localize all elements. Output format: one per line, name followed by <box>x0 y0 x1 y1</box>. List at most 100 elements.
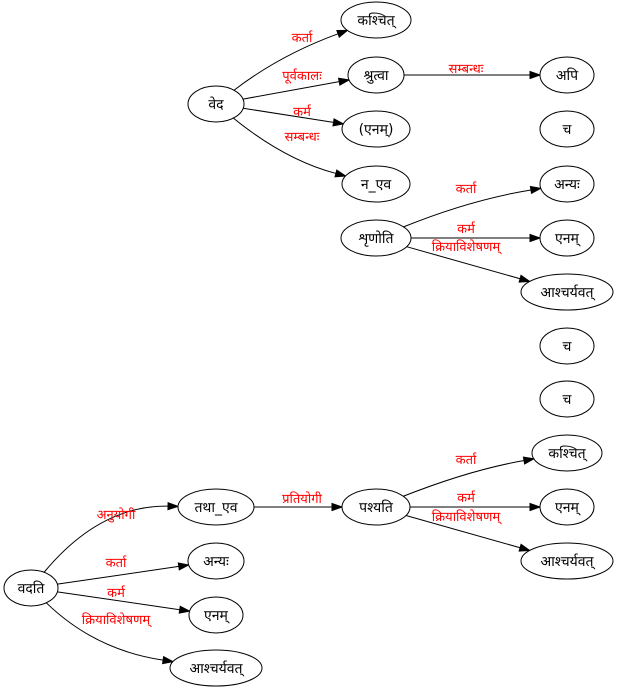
arrowhead-icon <box>177 562 191 571</box>
edge-label: कर्म <box>293 104 312 120</box>
arrowhead-icon <box>332 118 345 127</box>
node-api: अपि <box>539 56 595 94</box>
edge-veda-kashchit: कर्ता <box>233 29 349 91</box>
node-enam-2: एनम् <box>539 488 595 526</box>
edge-label: अनुयोगी <box>97 507 136 523</box>
edge-line <box>43 505 169 573</box>
edge-shrinoti-ashcharyavat: क्रियाविशेषणम् <box>406 239 532 283</box>
node-label: शृणोति <box>358 230 394 247</box>
node-label: एनम् <box>555 231 581 247</box>
node-ellipse <box>341 110 411 148</box>
node-label: वदति <box>18 580 46 597</box>
node-anyah-1: अन्यः <box>539 165 595 203</box>
node-label: अन्यः <box>203 554 230 570</box>
node-label: कश्चित् <box>357 12 396 29</box>
edge-line <box>403 460 525 497</box>
node-ellipse <box>539 219 595 257</box>
edge-line <box>405 514 521 549</box>
node-ellipse <box>187 542 245 580</box>
arrowhead-icon <box>161 655 175 665</box>
edge-label: कर्म <box>457 490 476 506</box>
node-ellipse <box>340 219 412 257</box>
node-kashchit-1: कश्चित् <box>340 1 412 39</box>
node-ellipse <box>169 649 263 687</box>
edges-layer: कर्ता पूर्वकालः कर्म सम्बन्धः सम्बन्धः कर्ता क… <box>43 29 543 665</box>
edge-vadati-enam: कर्म <box>57 585 192 614</box>
node-veda: वेद <box>187 85 245 123</box>
arrowhead-icon <box>337 77 351 86</box>
node-ellipse <box>539 165 595 203</box>
arrowhead-icon <box>167 501 180 511</box>
node-label: (एनम्) <box>359 122 394 138</box>
edge-label: क्रियाविशेषणम् <box>82 612 152 628</box>
arrowhead-icon <box>522 456 536 465</box>
node-label: वेद <box>208 96 224 113</box>
edge-pashyati-enam: कर्म <box>410 490 542 512</box>
edge-label: कर्ता <box>456 452 478 468</box>
node-ellipse <box>188 596 244 634</box>
node-label: अन्यः <box>554 177 581 193</box>
arrowhead-icon <box>529 185 543 195</box>
node-label: तथा_एव <box>194 500 237 516</box>
node-ellipse <box>539 110 595 148</box>
edge-label: कर्ता <box>106 555 128 571</box>
node-label: श्रुत्वा <box>363 68 388 84</box>
node-ellipse <box>187 85 245 123</box>
node-label: कश्चित् <box>548 445 587 462</box>
node-ashcharyavat-1: आश्चर्यवत् <box>520 273 614 311</box>
node-ellipse <box>520 273 614 311</box>
edge-shrinoti-enam: कर्म <box>411 221 542 243</box>
node-shrinoti: शृणोति <box>340 219 412 257</box>
edge-label: प्रतियोगी <box>282 491 322 507</box>
edge-vadati-tathaeva: अनुयोगी <box>43 501 180 573</box>
edge-veda-shrutva: पूर्वकालः <box>242 68 351 100</box>
node-kashchit-2: कश्चित् <box>531 434 603 472</box>
arrowhead-icon <box>331 502 344 512</box>
node-pashyati: पश्यति <box>341 488 411 526</box>
edge-line <box>57 591 180 611</box>
edge-label: सम्बन्धः <box>285 130 320 145</box>
node-label: आश्चर्यवत् <box>540 553 595 570</box>
node-ellipse <box>531 434 603 472</box>
node-ellipse <box>3 569 59 607</box>
node-enam-paren: (एनम्) <box>341 110 411 148</box>
node-label: च <box>563 122 573 138</box>
node-ellipse <box>520 542 614 580</box>
arrowhead-icon <box>334 169 348 178</box>
edge-veda-naeva: सम्बन्धः <box>233 117 348 178</box>
arrowhead-icon <box>529 502 542 512</box>
node-na-eva: न_एव <box>341 165 411 203</box>
edge-label: कर्ता <box>292 30 314 46</box>
node-ellipse <box>341 165 411 203</box>
nodes-layer: वेद कश्चित् श्रुत्वा (एनम्) न_एव अपि च शृणोति अन… <box>3 1 614 687</box>
node-label: अपि <box>556 67 579 84</box>
edge-vadati-anyah: कर्ता <box>57 555 191 585</box>
arrowhead-icon <box>518 543 532 552</box>
edge-label: कर्म <box>107 585 126 601</box>
edge-line <box>403 189 532 228</box>
arrowhead-icon <box>529 233 542 243</box>
edge-pashyati-ashcharyavat: क्रियाविशेषणम् <box>405 509 532 552</box>
node-ellipse <box>341 488 411 526</box>
arrowhead-icon <box>518 274 532 283</box>
node-ellipse <box>347 56 405 94</box>
node-ashcharyavat-2: आश्चर्यवत् <box>520 542 614 580</box>
arrowhead-icon <box>336 29 349 38</box>
arrowhead-icon <box>529 70 542 80</box>
node-ellipse <box>539 380 595 418</box>
edge-pashyati-kashchit: कर्ता <box>403 452 536 497</box>
node-label: आश्चर्यवत् <box>540 284 595 301</box>
node-ellipse <box>177 488 255 526</box>
node-ellipse <box>340 1 412 39</box>
node-enam-1: एनम् <box>539 219 595 257</box>
edge-line <box>233 33 339 91</box>
edge-line <box>406 246 521 280</box>
node-cha-3: च <box>539 380 595 418</box>
node-label: एनम् <box>555 500 581 516</box>
node-ellipse <box>539 327 595 365</box>
node-label: पश्यति <box>359 499 394 516</box>
edge-line <box>45 602 164 661</box>
node-ellipse <box>539 488 595 526</box>
edge-shrutva-api: सम्बन्धः <box>404 62 542 80</box>
